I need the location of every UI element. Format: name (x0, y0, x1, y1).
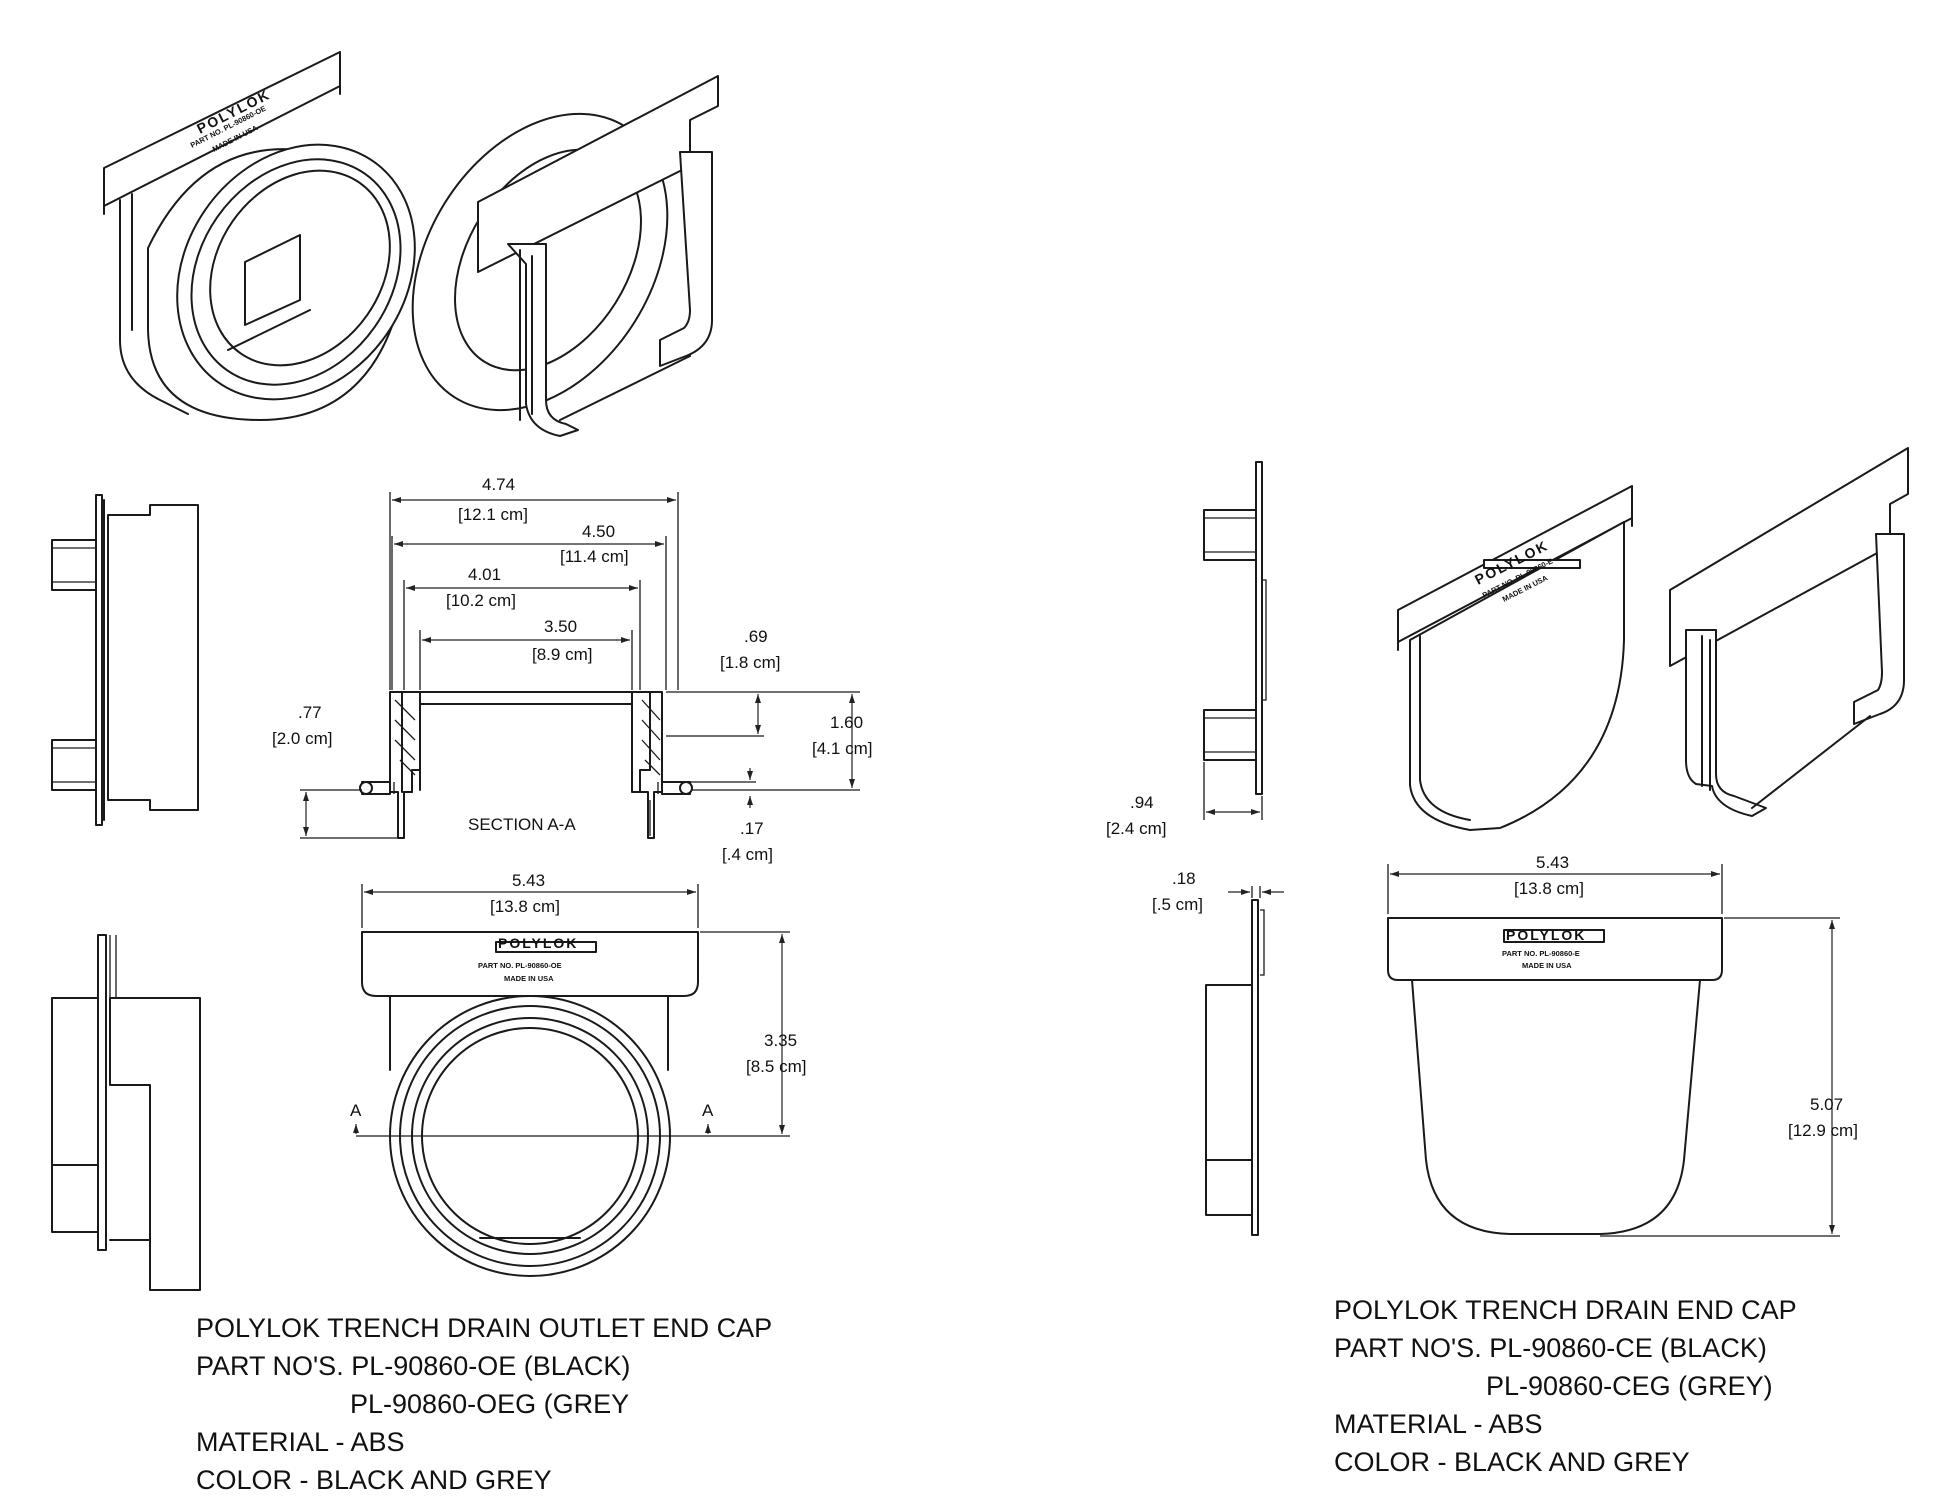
dim-value-cm: [8.9 cm] (532, 645, 592, 664)
dim-value-cm: [1.8 cm] (720, 653, 780, 672)
dim-value-cm: [.4 cm] (722, 845, 773, 864)
dim-value: 4.50 (582, 522, 615, 541)
dim-value: .77 (298, 703, 322, 722)
part-number-text: PART NO. PL-90860-OE (478, 961, 562, 970)
dim-value: 5.43 (1536, 853, 1569, 872)
dim-value-cm: [12.9 cm] (1788, 1121, 1858, 1140)
dim-value-cm: [4.1 cm] (812, 739, 872, 758)
dim-value-cm: [11.4 cm] (560, 547, 629, 566)
dim-value: 3.50 (544, 617, 577, 636)
dim-value-cm: [8.5 cm] (746, 1057, 806, 1076)
dim-value-cm: [13.8 cm] (490, 897, 560, 916)
outlet-cap-front-view: POLYLOK PART NO. PL-90860-OE MADE IN USA (361, 931, 699, 1277)
outlet-cap-caption: POLYLOK TRENCH DRAIN OUTLET END CAP PART… (196, 1313, 772, 1495)
dim-value-cm: [13.8 cm] (1514, 879, 1584, 898)
dim-value: .94 (1130, 793, 1154, 812)
caption-material: MATERIAL - ABS (196, 1427, 405, 1457)
end-cap-side-view-2 (1205, 899, 1265, 1236)
section-marker: A (350, 1101, 362, 1120)
outlet-cap-side-view-2 (51, 934, 201, 1291)
end-cap-iso-back (1669, 447, 1909, 817)
outlet-cap-side-view (51, 494, 199, 826)
dim-value: 5.07 (1810, 1095, 1843, 1114)
caption-part-numbers-grey: PL-90860-OEG (GREY (350, 1389, 629, 1419)
end-cap-caption: POLYLOK TRENCH DRAIN END CAP PART NO'S. … (1334, 1295, 1797, 1477)
caption-part-numbers: PART NO'S. PL-90860-OE (BLACK) (196, 1351, 630, 1381)
part-number-text: PART NO. PL-90860-E (1502, 949, 1580, 958)
dim-value-cm: [.5 cm] (1152, 895, 1203, 914)
dim-value-cm: [2.0 cm] (272, 729, 332, 748)
dim-value: .17 (740, 819, 764, 838)
dim-value: 4.74 (482, 475, 515, 494)
section-label: SECTION A-A (468, 815, 576, 834)
outlet-cap-iso-front: POLYLOK PART NO. PL-90860-OE MADE IN USA (103, 51, 416, 421)
caption-color: COLOR - BLACK AND GREY (1334, 1447, 1690, 1477)
dim-value-cm: [2.4 cm] (1106, 819, 1166, 838)
dim-value: .18 (1172, 869, 1196, 888)
logo-text: POLYLOK (1506, 927, 1586, 943)
dim-value: 1.60 (830, 713, 863, 732)
section-marker: A (702, 1101, 714, 1120)
outlet-cap-iso-back (411, 75, 719, 437)
end-cap-iso-front: POLYLOK PART NO. PL-90860-E MADE IN USA (1397, 485, 1633, 831)
end-cap-dimensions: .94 [2.4 cm] .18 [.5 cm] 5.43 [13.8 cm] … (1106, 762, 1858, 1237)
outlet-dimensions: 4.74 [12.1 cm] 4.50 [11.4 cm] 4.01 [10.2… (272, 475, 872, 1137)
dim-value: .69 (744, 627, 768, 646)
section-a-a: SECTION A-A (359, 691, 693, 839)
caption-part-numbers: PART NO'S. PL-90860-CE (BLACK) (1334, 1333, 1767, 1363)
end-cap-front-view: POLYLOK PART NO. PL-90860-E MADE IN USA (1387, 917, 1723, 1235)
caption-part-numbers-grey: PL-90860-CEG (GREY) (1486, 1371, 1773, 1401)
caption-material: MATERIAL - ABS (1334, 1409, 1543, 1439)
dim-value: 3.35 (764, 1031, 797, 1050)
made-in-text: MADE IN USA (504, 974, 554, 983)
dim-value: 4.01 (468, 565, 501, 584)
caption-title: POLYLOK TRENCH DRAIN OUTLET END CAP (196, 1313, 772, 1343)
dim-value-cm: [10.2 cm] (446, 591, 516, 610)
made-in-text: MADE IN USA (1522, 961, 1572, 970)
caption-title: POLYLOK TRENCH DRAIN END CAP (1334, 1295, 1797, 1325)
end-cap-side-view (1203, 461, 1267, 795)
dim-value-cm: [12.1 cm] (458, 505, 528, 524)
logo-text: POLYLOK (498, 935, 578, 951)
dim-value: 5.43 (512, 871, 545, 890)
caption-color: COLOR - BLACK AND GREY (196, 1465, 552, 1495)
